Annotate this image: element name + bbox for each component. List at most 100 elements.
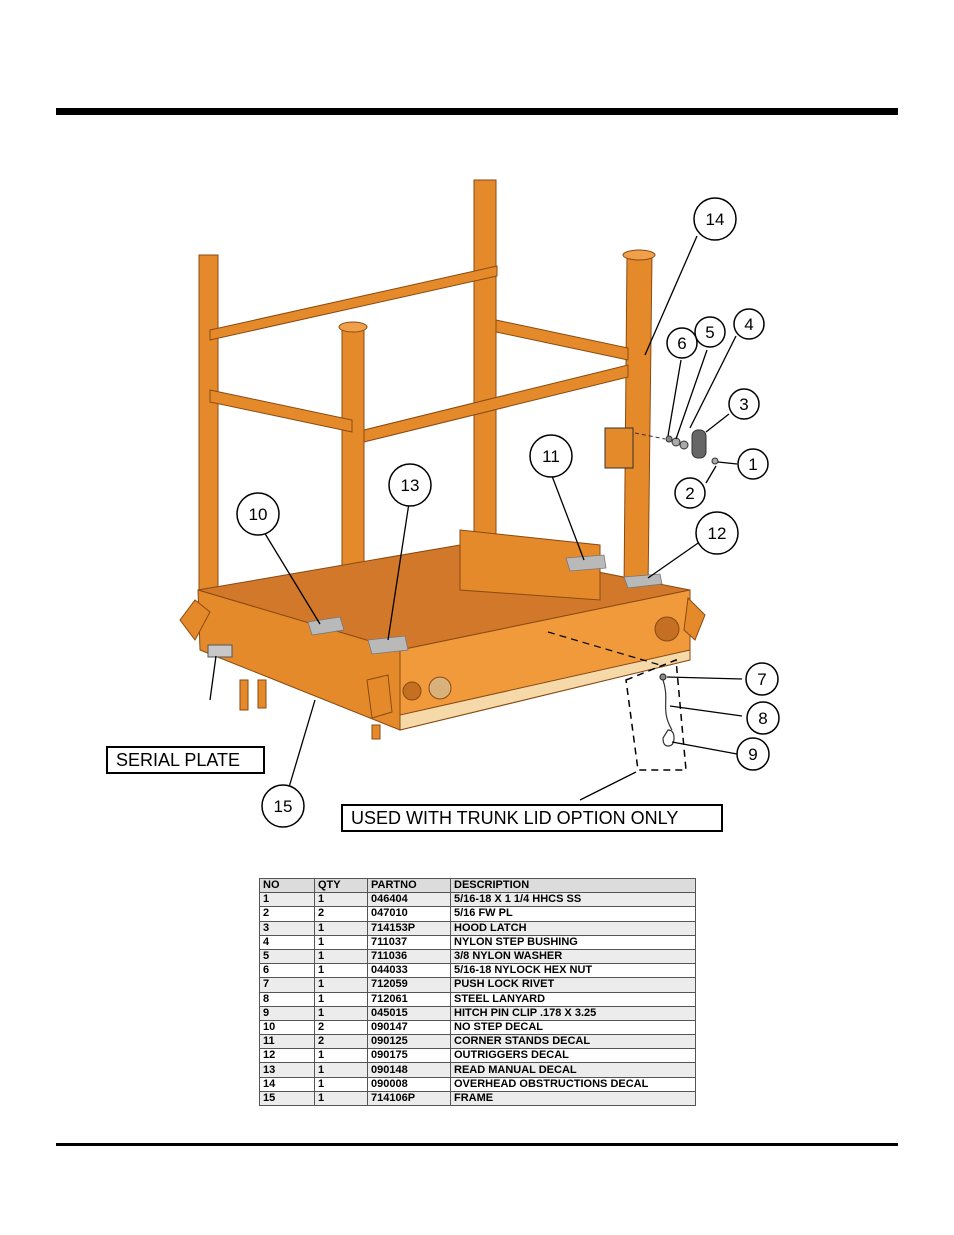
cell-partno: 090175 — [367, 1048, 451, 1064]
cell-no: 5 — [259, 948, 315, 965]
cell-description: STEEL LANYARD — [450, 991, 696, 1007]
callout-10: 10 — [236, 492, 280, 536]
svg-text:8: 8 — [758, 709, 767, 728]
parts-table-header: NO QTY PARTNO DESCRIPTION — [259, 877, 696, 894]
svg-text:4: 4 — [744, 315, 753, 334]
cell-description: NO STEP DECAL — [450, 1019, 696, 1036]
frame-rails — [209, 265, 629, 443]
callout-circles: 1 2 3 4 5 6 7 8 9 10 11 12 13 14 15 — [236, 197, 780, 828]
trunk-lid-enclosure — [547, 631, 687, 771]
svg-text:15: 15 — [274, 797, 293, 816]
callout-15: 15 — [261, 784, 305, 828]
cell-no: 1 — [259, 892, 315, 908]
svg-text:14: 14 — [706, 210, 725, 229]
cell-description: 5/16-18 X 1 1/4 HHCS SS — [450, 892, 696, 908]
callout-leaders — [209, 235, 743, 801]
cell-partno: 090148 — [367, 1062, 451, 1078]
svg-text:7: 7 — [757, 670, 766, 689]
callout-9: 9 — [736, 737, 770, 771]
cell-description: READ MANUAL DECAL — [450, 1062, 696, 1078]
cell-qty: 1 — [314, 963, 368, 979]
header-partno: PARTNO — [367, 877, 451, 894]
cell-partno: 714153P — [367, 920, 451, 936]
cell-partno: 045015 — [367, 1005, 451, 1021]
svg-text:10: 10 — [249, 505, 268, 524]
hood-latch-hardware — [604, 427, 719, 469]
cell-partno: 712059 — [367, 977, 451, 993]
svg-text:3: 3 — [739, 395, 748, 414]
header-qty: QTY — [314, 877, 368, 894]
frame-base — [179, 529, 706, 740]
svg-text:13: 13 — [401, 476, 420, 495]
callout-11: 11 — [529, 434, 573, 478]
cell-description: NYLON STEP BUSHING — [450, 934, 696, 950]
cell-description: OUTRIGGERS DECAL — [450, 1048, 696, 1064]
serial-plate-shape — [207, 644, 233, 658]
callout-2: 2 — [674, 477, 706, 509]
cell-qty: 2 — [314, 1034, 368, 1050]
svg-text:12: 12 — [708, 524, 727, 543]
cell-partno: 711037 — [367, 934, 451, 950]
decals — [307, 554, 663, 655]
cell-partno: 090125 — [367, 1034, 451, 1050]
cell-no: 12 — [259, 1048, 315, 1064]
svg-text:1: 1 — [748, 455, 757, 474]
svg-text:11: 11 — [542, 447, 560, 466]
trunk-lid-option-label: USED WITH TRUNK LID OPTION ONLY — [341, 804, 723, 832]
cell-no: 2 — [259, 906, 315, 922]
header-no: NO — [259, 877, 315, 894]
cell-description: PUSH LOCK RIVET — [450, 977, 696, 993]
callout-7: 7 — [745, 662, 779, 696]
cell-qty: 1 — [314, 948, 368, 965]
cell-description: HITCH PIN CLIP .178 X 3.25 — [450, 1005, 696, 1021]
cell-no: 15 — [259, 1090, 315, 1107]
callout-3: 3 — [728, 388, 760, 420]
callout-5: 5 — [694, 316, 726, 348]
cell-no: 13 — [259, 1062, 315, 1078]
cell-no: 8 — [259, 991, 315, 1007]
cell-qty: 2 — [314, 1019, 368, 1036]
cell-no: 10 — [259, 1019, 315, 1036]
cell-no: 4 — [259, 934, 315, 950]
header-description: DESCRIPTION — [450, 877, 696, 894]
cell-qty: 1 — [314, 1062, 368, 1078]
cell-partno: 090008 — [367, 1076, 451, 1092]
cell-qty: 2 — [314, 906, 368, 922]
cell-partno: 714106P — [367, 1090, 451, 1107]
frame-assembly-diagram: 1 2 3 4 5 6 7 8 9 10 11 12 13 14 15 — [179, 179, 780, 828]
cell-partno: 711036 — [367, 948, 451, 965]
cell-qty: 1 — [314, 991, 368, 1007]
callout-13: 13 — [388, 463, 432, 507]
cell-qty: 1 — [314, 920, 368, 936]
lanyard-parts — [659, 673, 675, 747]
cell-partno: 047010 — [367, 906, 451, 922]
cell-qty: 1 — [314, 1076, 368, 1092]
cell-description: OVERHEAD OBSTRUCTIONS DECAL — [450, 1076, 696, 1092]
callout-12: 12 — [695, 511, 739, 555]
svg-text:5: 5 — [705, 323, 714, 342]
cell-no: 11 — [259, 1034, 315, 1050]
cell-qty: 1 — [314, 1090, 368, 1107]
cell-description: HOOD LATCH — [450, 920, 696, 936]
cell-no: 9 — [259, 1005, 315, 1021]
serial-plate-label: SERIAL PLATE — [106, 746, 265, 774]
callout-4: 4 — [733, 308, 765, 340]
cell-partno: 712061 — [367, 991, 451, 1007]
cell-partno: 046404 — [367, 892, 451, 908]
cell-no: 6 — [259, 963, 315, 979]
